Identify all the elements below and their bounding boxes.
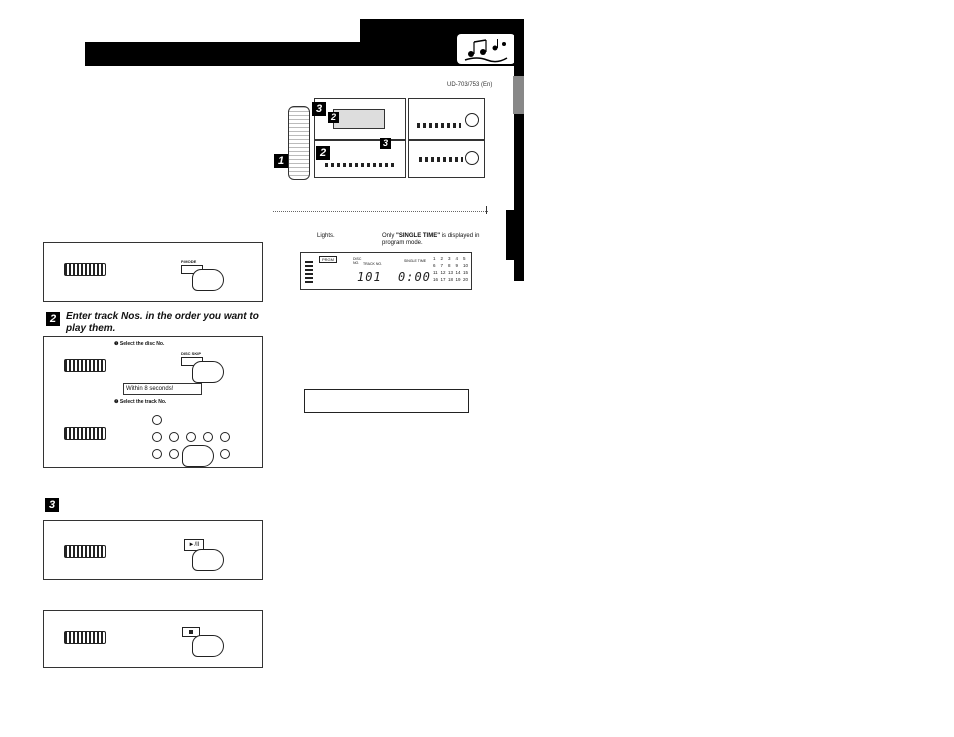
key-0[interactable] [152,415,162,425]
step2-heading: Enter track Nos. in the order you want t… [66,311,259,334]
disc-no-label: DISC NO. [353,257,362,265]
pmode-label: P.MODE [181,259,197,264]
track-grid-number: 18 [448,277,454,282]
tuner-unit [408,140,485,178]
lcd-display: PRGM DISC NO. TRACK NO. SINGLE TIME 101 … [300,252,472,290]
step2-panel: ❶ Select the disc No. DISC SKIP ❷ Select… [43,336,263,468]
track-grid-number: 15 [463,270,469,275]
pressing-hand-icon [192,361,224,383]
step3-badge: 3 [45,498,59,512]
single-time-label: SINGLE TIME [404,259,427,263]
key-5[interactable] [220,432,230,442]
step3-play-panel: ►/II [43,520,263,580]
track-grid-number: 3 [448,256,451,261]
track-grid-number: 16 [433,277,439,282]
pressing-hand-icon [182,445,214,467]
diagram-badge-3b: 3 [380,138,391,149]
disc-skip-label: DISC SKIP [181,351,202,356]
track-grid-number: 1 [433,256,436,261]
title-bar [85,42,360,66]
track-grid-number: 13 [448,270,454,275]
diagram-badge-2b: 2 [316,146,330,160]
track-grid-number: 20 [463,277,469,282]
amplifier-unit [408,98,485,140]
key-7[interactable] [169,449,179,459]
key-4[interactable] [203,432,213,442]
track-grid-number: 10 [463,263,469,268]
level-indicator [305,261,313,283]
prgm-indicator: PRGM [319,256,337,263]
stop-button[interactable] [182,627,200,637]
track-grid-number: 17 [440,277,446,282]
number-keypad [152,415,232,467]
track-grid-number: 12 [440,270,446,275]
section-tab-gray [513,76,524,114]
key-1[interactable] [152,432,162,442]
music-notes-icon [457,34,515,64]
pressing-hand-icon [192,635,224,657]
key-6[interactable] [152,449,162,459]
diagram-badge-2a: 2 [328,112,339,123]
select-track-label: ❷ Select the track No. [114,399,167,405]
model-reference: UD-703/753 (En) [447,82,493,88]
within-seconds-note: Within 8 seconds! [123,383,202,395]
remote-icon [64,263,106,276]
key-2[interactable] [169,432,179,442]
track-grid-number: 14 [455,270,461,275]
section-tab-black [506,210,524,260]
track-grid-number: 9 [455,263,459,268]
divider-tick [486,206,487,214]
select-disc-label: ❶ Select the disc No. [114,341,165,347]
diagram-badge-3a: 3 [312,102,326,116]
track-digits: 101 [357,270,382,284]
system-diagram: 3 2 3 1 2 [274,96,488,186]
lights-label: Lights. [317,233,335,239]
track-grid-number: 6 [433,263,436,268]
track-grid-number: 5 [463,256,466,261]
pressing-hand-icon [192,549,224,571]
step2-badge: 2 [46,312,60,326]
key-3[interactable] [186,432,196,442]
track-no-label: TRACK NO. [363,262,383,266]
key-9[interactable] [220,449,230,459]
note-box [304,389,469,413]
remote-icon [64,359,106,372]
remote-icon [64,631,106,644]
diagram-badge-1: 1 [274,154,288,168]
track-grid-number: 11 [433,270,438,275]
single-time-note: Only "SINGLE TIME" is displayed in progr… [382,233,480,246]
track-grid-number: 19 [455,277,461,282]
pressing-hand-icon [192,269,224,291]
remote-icon [64,427,106,440]
step1-panel: P.MODE [43,242,263,302]
track-grid-number: 8 [448,263,451,268]
track-grid-number: 2 [440,256,444,261]
track-grid-number: 4 [455,256,459,261]
time-digits: 0:00 [398,270,431,284]
track-grid-number: 7 [440,263,444,268]
remote-icon [64,545,106,558]
divider-line [273,211,488,212]
right-edge-strip [514,19,524,281]
stop-panel [43,610,263,668]
remote-control [288,106,310,180]
